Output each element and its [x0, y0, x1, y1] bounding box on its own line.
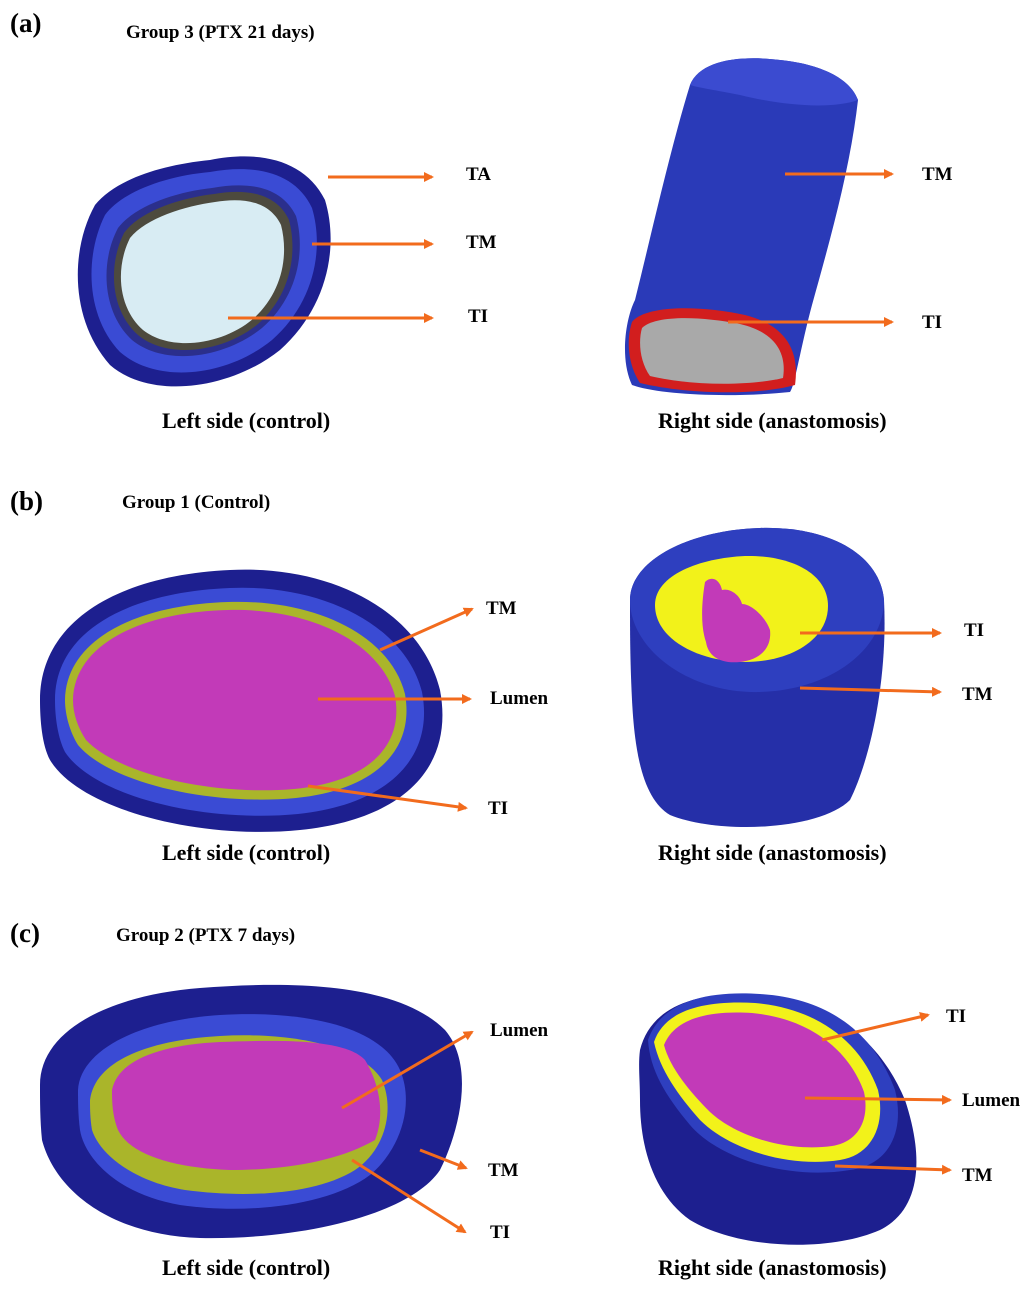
- panel-b-label-tm: TM: [486, 598, 517, 620]
- panel-c-right-vessel: [639, 993, 916, 1244]
- panel-a-letter: (a): [10, 8, 41, 39]
- panel-c-right-label-ti: TI: [946, 1006, 966, 1028]
- panel-a-right-label-ti: TI: [922, 312, 942, 334]
- panel-b-left-vessel: [40, 570, 442, 832]
- panel-a-label-tm: TM: [466, 232, 497, 254]
- panel-c-left-caption: Left side (control): [162, 1255, 330, 1281]
- panel-c-label-ti: TI: [490, 1222, 510, 1244]
- panel-c-label-tm: TM: [488, 1160, 519, 1182]
- panel-c-right-label-tm: TM: [962, 1165, 993, 1187]
- panel-b-title: Group 1 (Control): [122, 492, 270, 514]
- panel-b-label-lumen: Lumen: [490, 688, 548, 710]
- panel-a-left-caption: Left side (control): [162, 408, 330, 434]
- panel-c-left-vessel: [40, 985, 462, 1238]
- panel-a-right-label-tm: TM: [922, 164, 953, 186]
- panel-a-title: Group 3 (PTX 21 days): [126, 22, 315, 44]
- panel-a-label-ta: TA: [466, 164, 491, 186]
- panel-c-right-caption: Right side (anastomosis): [658, 1255, 887, 1281]
- arrow-c-right-lumen: [805, 1098, 950, 1100]
- panel-a-label-ti: TI: [468, 306, 488, 328]
- panel-c-letter: (c): [10, 918, 40, 949]
- panel-b-left-caption: Left side (control): [162, 840, 330, 866]
- panel-b-label-ti: TI: [488, 798, 508, 820]
- panel-a-right-caption: Right side (anastomosis): [658, 408, 887, 434]
- panel-b-right-vessel: [630, 528, 885, 827]
- panel-c-label-lumen: Lumen: [490, 1020, 548, 1042]
- panel-b-right-label-tm: TM: [962, 684, 993, 706]
- panel-c-right-label-lumen: Lumen: [962, 1090, 1020, 1112]
- panel-c-title: Group 2 (PTX 7 days): [116, 925, 295, 947]
- panel-b-right-caption: Right side (anastomosis): [658, 840, 887, 866]
- panel-b-letter: (b): [10, 486, 43, 517]
- panel-b-right-label-ti: TI: [964, 620, 984, 642]
- panel-a-right-vessel: [625, 58, 858, 395]
- panel-a-left-vessel: [78, 156, 331, 386]
